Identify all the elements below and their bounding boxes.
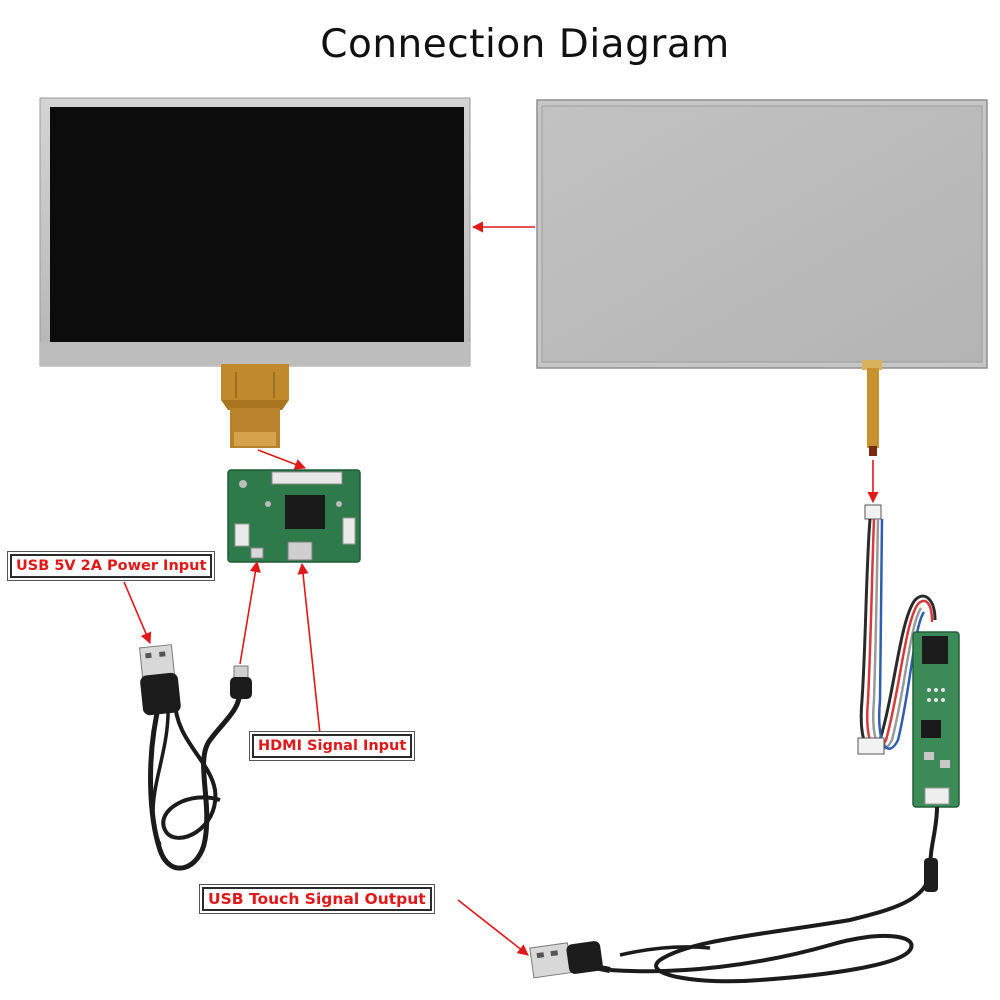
usb-a-plug-power-icon — [138, 644, 181, 716]
connection-arrows — [123, 221, 879, 956]
touch-panel-icon — [536, 99, 988, 370]
lcd-fpc-cable-icon — [221, 364, 289, 448]
usb-power-cable-icon — [148, 689, 243, 871]
lcd-panel-icon — [39, 97, 471, 367]
usb-touch-output-cable-icon — [574, 806, 939, 984]
usb-touch-controller-icon — [912, 631, 960, 808]
usb-touch-signal-output-label: USB Touch Signal Output — [202, 887, 432, 911]
hdmi-signal-input-label: HDMI Signal Input — [252, 734, 413, 758]
arrow-micro-usb-to-board — [239, 560, 261, 665]
arrow-power-label-to-plug — [123, 581, 152, 645]
touch-fpc-tail-icon — [867, 368, 879, 456]
usb-power-input-label: USB 5V 2A Power Input — [10, 554, 213, 578]
hdmi-driver-board-icon — [227, 469, 361, 563]
micro-usb-plug-icon — [230, 665, 252, 699]
arrow-touch-label-to-plug — [457, 899, 529, 956]
touch-ribbon-cable-icon — [857, 504, 937, 755]
arrow-hdmi-label-to-board — [297, 562, 321, 735]
diagram-title: Connection Diagram — [320, 22, 730, 67]
usb-a-plug-touch-icon — [529, 941, 603, 979]
arrow-fpc-to-board — [257, 449, 307, 470]
